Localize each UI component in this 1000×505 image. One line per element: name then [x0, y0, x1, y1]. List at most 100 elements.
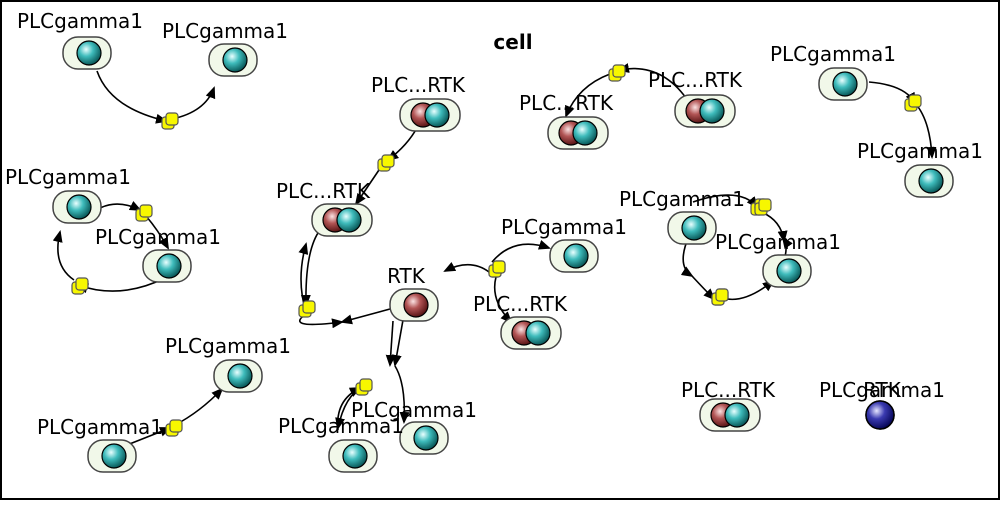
- plcgamma-ball-icon: [681, 215, 707, 241]
- species-label: PLCgamma1: [715, 230, 841, 254]
- species-s20: PLC...RTK: [681, 378, 776, 432]
- process-node-r3: [377, 154, 395, 172]
- species-label: PLCgamma1: [162, 19, 288, 43]
- process-node-r6: [298, 300, 316, 318]
- species-label: PLCgamma1: [165, 334, 291, 358]
- reaction-edge: [52, 230, 75, 281]
- plcgamma-ball-icon: [156, 253, 182, 279]
- species-label: RTK: [387, 264, 426, 288]
- species-s10: PLC...RTK: [276, 179, 373, 237]
- species-label: PLCgamma1: [278, 414, 404, 438]
- reaction-edge: [391, 319, 404, 367]
- species-label: PLC...RTK: [371, 73, 466, 97]
- species-s3: PLC...RTK: [371, 73, 466, 132]
- reaction-edge: [385, 320, 396, 367]
- process-node-front: [908, 94, 922, 108]
- process-node-r9: [165, 419, 183, 437]
- species-s22: RTK: [863, 378, 902, 430]
- species-s7: PLCgamma1: [5, 165, 131, 224]
- process-node-front: [612, 64, 626, 78]
- species-s5: PLC...RTK: [648, 68, 743, 128]
- species-s16: PLCgamma1: [165, 334, 291, 393]
- plcgamma-ball-icon: [222, 47, 248, 73]
- process-node-r2: [608, 64, 626, 82]
- plcgamma-ball-icon: [776, 258, 802, 284]
- species-s9: PLCgamma1: [95, 225, 221, 283]
- plcgamma-ball-icon: [66, 194, 92, 220]
- process-node-r10: [355, 378, 373, 396]
- process-node-extra-1: [754, 198, 772, 216]
- processes-layer: [71, 64, 922, 437]
- plcgamma-ball-icon: [342, 443, 368, 469]
- species-label: PLCgamma1: [37, 415, 163, 439]
- species-label: PLCgamma1: [770, 42, 896, 66]
- plcgamma-ball-icon: [525, 320, 551, 346]
- process-node-extra-0: [488, 260, 506, 278]
- reaction-edge: [174, 387, 224, 426]
- process-node-front: [169, 419, 183, 433]
- plcgamma-ball-icon: [563, 243, 589, 269]
- process-node-front: [165, 112, 179, 126]
- species-label: PLCgamma1: [95, 225, 221, 249]
- process-node-r7: [71, 277, 89, 295]
- species-s1: PLCgamma1: [17, 9, 143, 70]
- process-node-front: [302, 300, 316, 314]
- species-s4: PLC...RTK: [519, 91, 614, 150]
- species-label: PLC...RTK: [681, 378, 776, 402]
- reaction-edge: [300, 229, 321, 307]
- species-s11: PLCgamma1: [501, 215, 627, 273]
- species-label: PLC...RTK: [473, 292, 568, 316]
- reaction-edge: [96, 70, 168, 124]
- species-label: PLC...RTK: [276, 179, 371, 203]
- process-node-front: [139, 204, 153, 218]
- reaction-edge: [617, 63, 687, 99]
- process-node-front: [758, 198, 772, 212]
- process-node-front: [492, 260, 506, 274]
- species-s8: PLCgamma1: [857, 139, 983, 198]
- species-label: PLCgamma1: [5, 165, 131, 189]
- species-s17: PLCgamma1: [37, 415, 163, 473]
- plcgamma-ball-icon: [918, 168, 944, 194]
- plcgamma-ball-icon: [572, 120, 598, 146]
- species-s14: RTK: [387, 264, 439, 322]
- plcgamma-ball-icon: [724, 402, 750, 428]
- plcgamma-ball-icon: [76, 40, 102, 66]
- species-label: PLCgamma1: [619, 187, 745, 211]
- reaction-edge: [691, 275, 716, 301]
- process-node-r1: [161, 112, 179, 130]
- process-node-front: [715, 288, 729, 302]
- species-label: PLCgamma1: [351, 398, 477, 422]
- reaction-edge: [493, 276, 513, 324]
- process-node-front: [75, 277, 89, 291]
- process-node-extra-2: [711, 288, 729, 306]
- navy-ball-icon: [865, 400, 895, 430]
- species-label: PLC...RTK: [519, 91, 614, 115]
- species-label: PLCgamma1: [857, 139, 983, 163]
- species-label: RTK: [863, 378, 902, 402]
- reaction-edge: [565, 73, 611, 118]
- species-s19: PLCgamma1: [278, 414, 404, 473]
- reaction-edge: [491, 240, 551, 263]
- process-node-r4: [904, 94, 922, 112]
- species-s2: PLCgamma1: [162, 19, 288, 77]
- plcgamma-ball-icon: [101, 443, 127, 469]
- reaction-edge: [354, 166, 382, 206]
- species-s6: PLCgamma1: [770, 42, 896, 101]
- species-label: PLC...RTK: [648, 68, 743, 92]
- plcgamma-ball-icon: [699, 98, 725, 124]
- plcgamma-ball-icon: [413, 425, 439, 451]
- compartment-label: cell: [493, 30, 532, 54]
- species-label: PLCgamma1: [819, 378, 945, 402]
- species-s12: PLCgamma1: [619, 187, 745, 245]
- process-node-r5: [135, 204, 153, 222]
- plcgamma-ball-icon: [227, 363, 253, 389]
- process-node-front: [359, 378, 373, 392]
- species-label: PLCgamma1: [17, 9, 143, 33]
- process-node-front: [381, 154, 395, 168]
- plcgamma-ball-icon: [424, 102, 450, 128]
- species-label: PLCgamma1: [501, 215, 627, 239]
- species-s13: PLCgamma1: [715, 230, 841, 288]
